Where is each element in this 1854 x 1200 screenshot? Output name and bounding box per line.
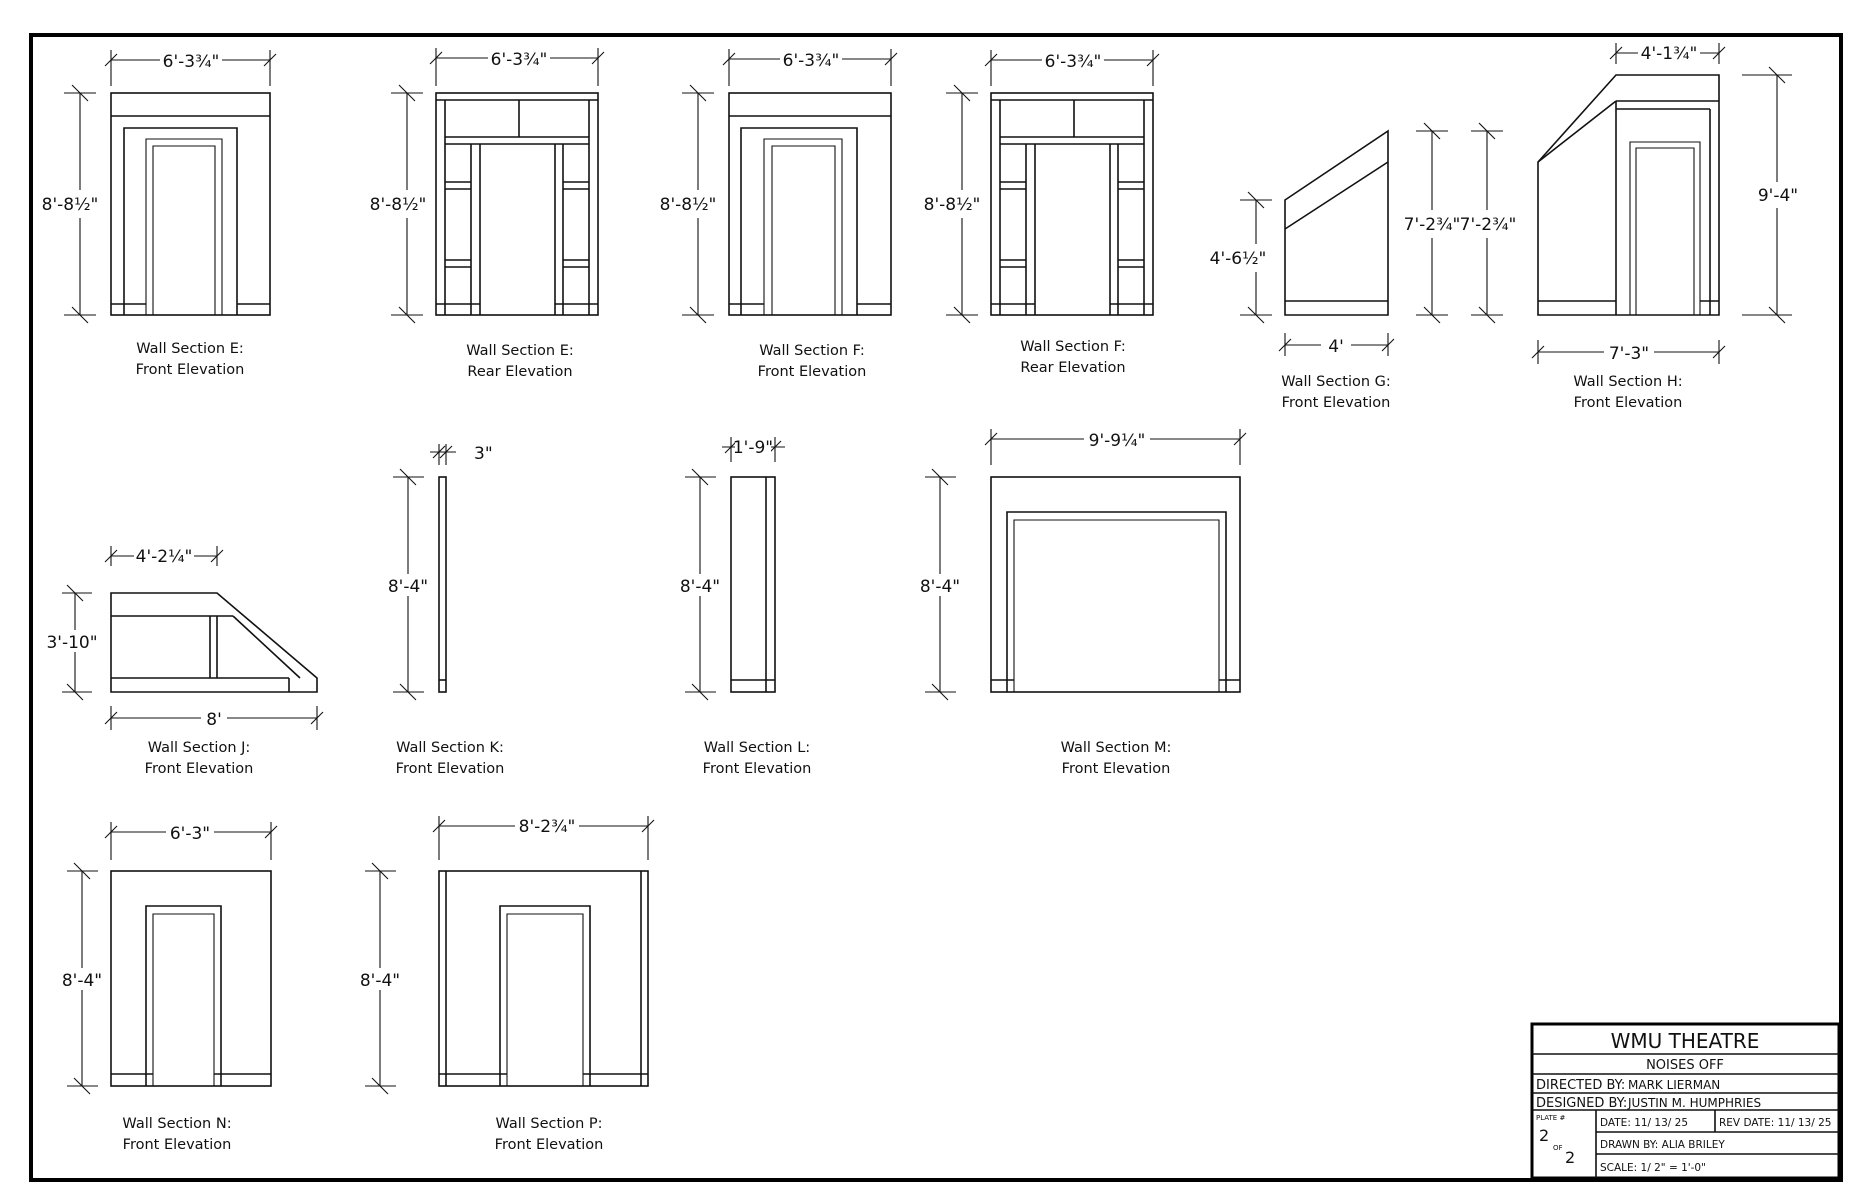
- dim-width: 1'-9": [733, 438, 773, 458]
- dim-height: 8'-8½": [42, 195, 99, 215]
- caption-view: Front Elevation: [758, 364, 867, 380]
- caption-view: Front Elevation: [495, 1137, 604, 1153]
- directed-value: MARK LIERMAN: [1628, 1078, 1720, 1092]
- wall-section-g-front: 4' 4'-6½" 7'-2¾" Wall Section G: Front E…: [1210, 122, 1461, 411]
- dim-height: 8'-4": [680, 577, 720, 597]
- plate-number: 2: [1539, 1126, 1549, 1145]
- caption-view: Rear Elevation: [1020, 360, 1125, 376]
- designed-value: JUSTIN M. HUMPHRIES: [1627, 1096, 1761, 1110]
- dim-height: 8'-4": [360, 971, 400, 991]
- dim-width: 6'-3¾": [491, 50, 548, 70]
- designed-label: DESIGNED BY:: [1536, 1096, 1627, 1111]
- caption-title: Wall Section J:: [148, 740, 251, 756]
- dim-height: 3'-10": [46, 633, 97, 653]
- dim-height: 8'-4": [920, 577, 960, 597]
- caption-title: Wall Section E:: [136, 341, 244, 357]
- dim-height: 8'-8½": [924, 195, 981, 215]
- caption-view: Front Elevation: [1574, 395, 1683, 411]
- sheet-border: [29, 33, 1843, 1182]
- caption-title: Wall Section G:: [1281, 374, 1391, 390]
- plate-of: OF: [1553, 1144, 1563, 1152]
- dim-top: 4'-1¾": [1641, 44, 1698, 64]
- dim-height-right: 9'-4": [1758, 186, 1798, 206]
- dim-height: 8'-8½": [370, 195, 427, 215]
- caption-title: Wall Section H:: [1573, 374, 1682, 390]
- dim-width: 6'-3¾": [783, 51, 840, 71]
- wall-section-f-front: 6'-3¾" 8'-8½" Wall Section F: Front Elev…: [660, 49, 898, 380]
- scale: SCALE: 1/ 2" = 1'-0": [1600, 1162, 1706, 1174]
- dim-width: 6'-3¾": [163, 52, 220, 72]
- wall-section-k-front: 3" 8'-4" Wall Section K: Front Elevation: [382, 444, 504, 777]
- dim-height-right: 7'-2¾": [1404, 215, 1461, 235]
- wall-section-h-front: 4'-1¾" 7'-3" 7'-2¾" 9'-4" Wall Section H…: [1460, 42, 1803, 411]
- dim-height: 8'-4": [388, 577, 428, 597]
- caption-view: Front Elevation: [123, 1137, 232, 1153]
- plate-total: 2: [1565, 1148, 1575, 1167]
- caption-view: Front Elevation: [1282, 395, 1391, 411]
- date: DATE: 11/ 13/ 25: [1600, 1117, 1688, 1129]
- dim-width: 4': [1328, 337, 1344, 357]
- wall-section-j-front: 4'-2¼" 8' 3'-10" Wall Section J: Front E…: [46, 544, 324, 777]
- caption-title: Wall Section M:: [1061, 740, 1172, 756]
- caption-view: Front Elevation: [396, 761, 505, 777]
- dim-width: 8'-2¾": [519, 817, 576, 837]
- caption-title: Wall Section N:: [122, 1116, 231, 1132]
- dim-width: 8': [206, 710, 222, 730]
- wall-section-n-front: 6'-3" 8'-4" Wall Section N: Front Elevat…: [56, 822, 278, 1153]
- caption-view: Front Elevation: [703, 761, 812, 777]
- caption-title: Wall Section F:: [1020, 339, 1126, 355]
- caption-view: Front Elevation: [136, 362, 245, 378]
- rev-date: REV DATE: 11/ 13/ 25: [1719, 1117, 1831, 1129]
- wall-section-l-front: 1'-9" 8'-4" Wall Section L: Front Elevat…: [674, 437, 811, 777]
- caption-title: Wall Section K:: [396, 740, 504, 756]
- dim-width: 7'-3": [1609, 344, 1649, 364]
- dim-top: 4'-2¼": [136, 547, 193, 567]
- wall-section-e-rear: 6'-3¾" 8'-8½" Wall Section E: Rear Eleva…: [370, 48, 605, 380]
- dim-height-left: 7'-2¾": [1460, 215, 1517, 235]
- drawn-by: DRAWN BY: ALIA BRILEY: [1600, 1139, 1725, 1151]
- org-name: WMU THEATRE: [1611, 1029, 1760, 1053]
- wall-section-m-front: 9'-9¼" 8'-4" Wall Section M: Front Eleva…: [914, 428, 1247, 777]
- caption-view: Front Elevation: [1062, 761, 1171, 777]
- dim-width: 6'-3¾": [1045, 52, 1102, 72]
- caption-title: Wall Section P:: [495, 1116, 602, 1132]
- dim-width: 3": [474, 444, 493, 464]
- dim-height: 8'-8½": [660, 195, 717, 215]
- plate-label: PLATE #: [1536, 1114, 1565, 1122]
- dim-width: 6'-3": [170, 824, 210, 844]
- wall-section-p-front: 8'-2¾" 8'-4" Wall Section P: Front Eleva…: [354, 814, 655, 1153]
- directed-label: DIRECTED BY:: [1536, 1078, 1625, 1093]
- caption-view: Front Elevation: [145, 761, 254, 777]
- wall-section-e-front: 6'-3¾" 8'-8½" Wall Section E: Front Elev…: [42, 50, 277, 378]
- caption-title: Wall Section F:: [759, 343, 865, 359]
- caption-title: Wall Section E:: [466, 343, 574, 359]
- caption-view: Rear Elevation: [467, 364, 572, 380]
- wall-section-f-rear: 6'-3¾" 8'-8½" Wall Section F: Rear Eleva…: [924, 50, 1160, 376]
- caption-title: Wall Section L:: [704, 740, 810, 756]
- dim-height: 8'-4": [62, 971, 102, 991]
- dim-width: 9'-9¼": [1089, 431, 1146, 451]
- show-title: NOISES OFF: [1646, 1058, 1724, 1073]
- dim-height-left: 4'-6½": [1210, 249, 1267, 269]
- title-block: WMU THEATRE NOISES OFF DIRECTED BY: MARK…: [1530, 1022, 1841, 1180]
